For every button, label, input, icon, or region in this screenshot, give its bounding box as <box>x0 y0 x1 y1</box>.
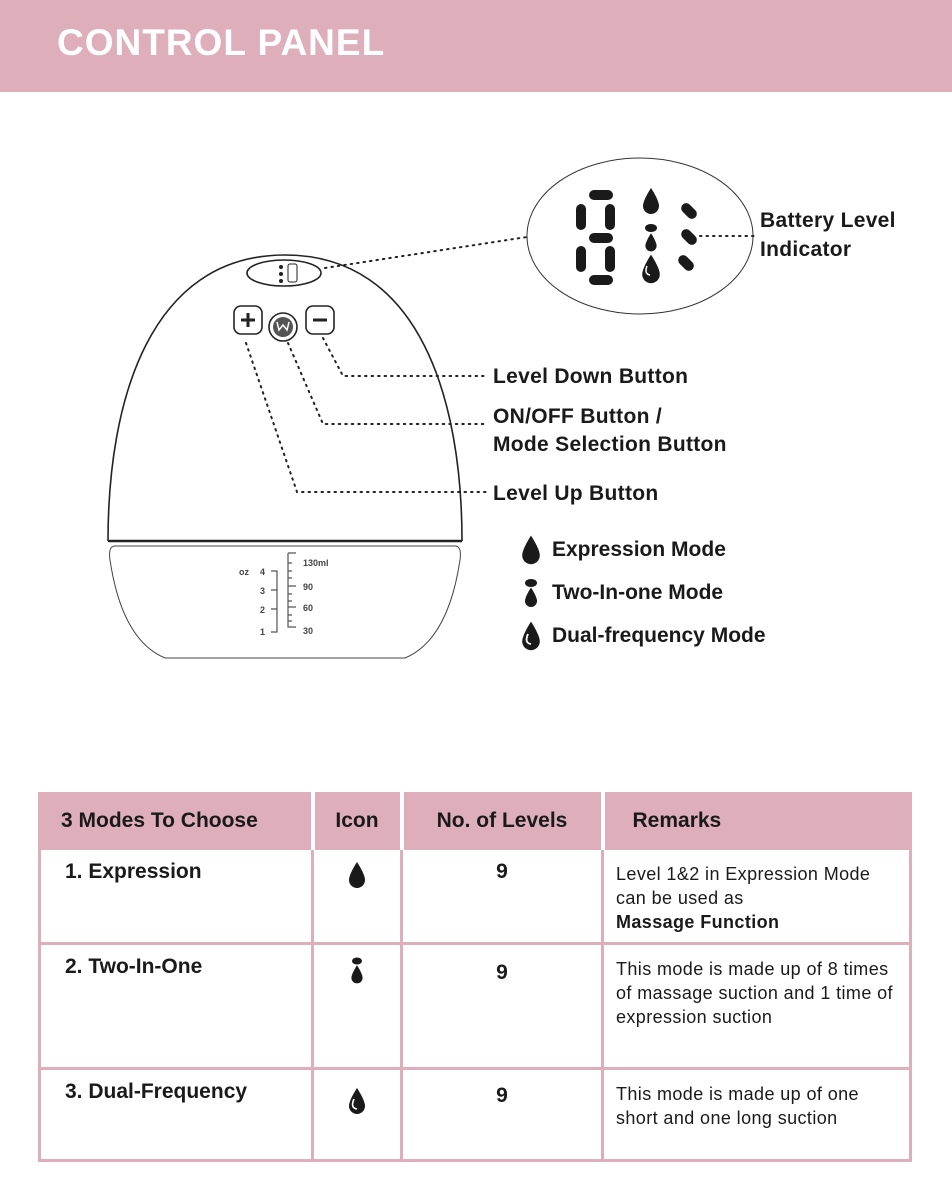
battery-level-label: Battery Level Indicator <box>760 209 896 261</box>
onoff-button-shape <box>268 312 298 342</box>
legend-two-in-one: Two-In-one Mode <box>520 578 723 608</box>
remark-text: Level 1&2 in Expression Mode can be used… <box>616 864 871 908</box>
scale-oz-label: oz <box>239 567 249 577</box>
levels-count: 9 <box>400 1067 604 1162</box>
column-header: 3 Modes To Choose <box>39 793 315 849</box>
legend-dual-frequency: Dual-frequency Mode <box>520 621 766 651</box>
battery-bars <box>678 203 697 271</box>
level-down-button-shape <box>305 305 335 335</box>
header-band: CONTROL PANEL <box>0 0 952 92</box>
oz-tick: 2 <box>260 605 265 615</box>
two-in-one-drop-icon <box>525 579 537 607</box>
column-header: Icon <box>312 793 404 849</box>
pump-body <box>107 254 463 542</box>
expression-drop-icon <box>522 535 540 565</box>
onoff-label: ON/OFF Button / <box>493 405 662 428</box>
oz-tick: 4 <box>260 567 265 577</box>
expression-drop-icon <box>349 862 365 888</box>
dual-frequency-drop-icon <box>349 1088 365 1114</box>
milk-container <box>109 545 461 659</box>
body-display <box>246 259 322 287</box>
mode-name: 1. Expression <box>38 847 314 945</box>
remark-bold: Massage Function <box>616 912 780 932</box>
oz-tick: 1 <box>260 627 265 637</box>
seven-segment-digit <box>576 190 615 285</box>
level-down-label: Level Down Button <box>493 365 689 388</box>
remark: Level 1&2 in Expression Mode can be used… <box>601 847 912 945</box>
pump-diagram: oz 4 3 2 1 130ml 90 60 30 <box>107 157 757 659</box>
dual-frequency-drop-icon <box>522 621 540 651</box>
page-title: CONTROL PANEL <box>57 22 386 63</box>
column-header: No. of Levels <box>401 793 605 849</box>
level-up-label: Level Up Button <box>493 482 659 505</box>
level-up-button-shape <box>233 305 263 335</box>
table-row: 2. Two-In-One 9 This mode is made up of … <box>38 942 912 1070</box>
ml-tick: 30 <box>303 626 313 636</box>
modes-table: 3 Modes To Choose Icon No. of Levels Rem… <box>38 792 912 1162</box>
mode-name: 3. Dual-Frequency <box>38 1067 314 1162</box>
legend-label: Two-In-one Mode <box>552 581 724 604</box>
levels-count: 9 <box>400 942 604 1070</box>
table-row: 1. Expression 9 Level 1&2 in Expression … <box>38 847 912 945</box>
legend-expression: Expression Mode <box>520 535 726 565</box>
oz-tick: 3 <box>260 586 265 596</box>
table-row: 3. Dual-Frequency 9 This mode is made up… <box>38 1067 912 1162</box>
ml-tick: 90 <box>303 582 313 592</box>
legend-label: Dual-frequency Mode <box>552 624 766 647</box>
table-header-row: 3 Modes To Choose Icon No. of Levels Rem… <box>39 793 911 849</box>
legend-label: Expression Mode <box>552 538 726 561</box>
two-in-one-drop-icon <box>351 957 363 984</box>
mode-name: 2. Two-In-One <box>38 942 314 1070</box>
mode-selection-label: Mode Selection Button <box>493 433 727 456</box>
remark: This mode is made up of one short and on… <box>601 1067 912 1162</box>
levels-count: 9 <box>400 847 604 945</box>
column-header: Remarks <box>602 793 911 849</box>
ml-tick: 60 <box>303 603 313 613</box>
ml-tick: 130ml <box>303 558 329 568</box>
remark: This mode is made up of 8 times of massa… <box>601 942 912 1070</box>
